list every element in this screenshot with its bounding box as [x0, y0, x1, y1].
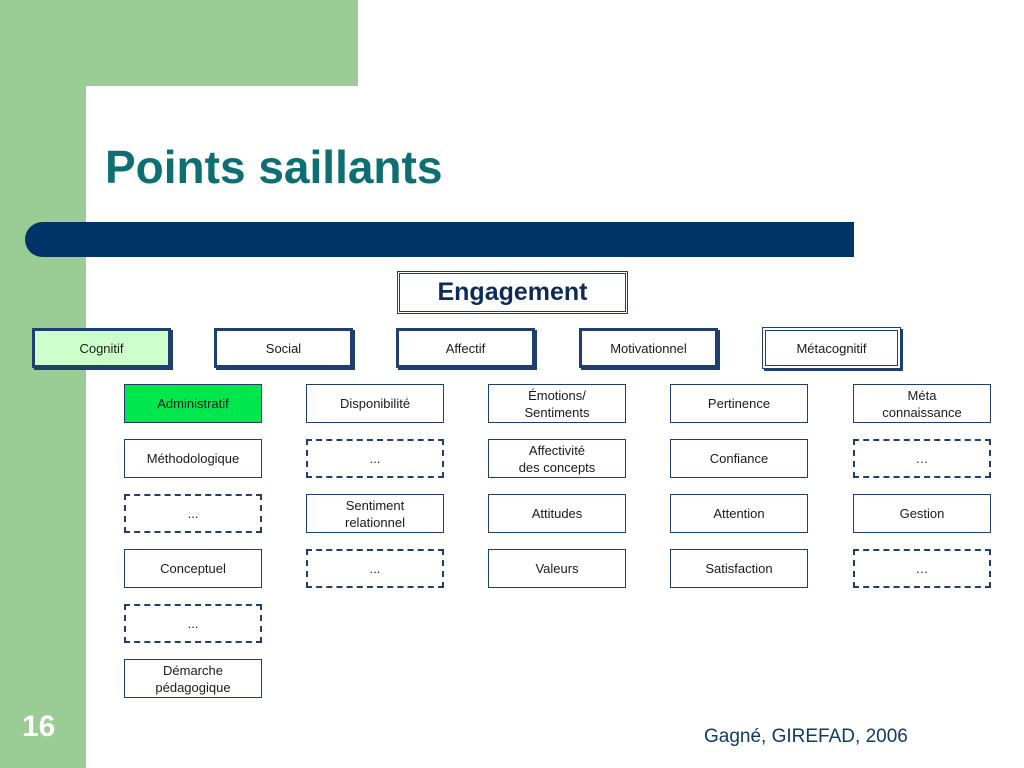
subitem-label: Démarche pédagogique: [155, 662, 231, 695]
slide-title: Points saillants: [105, 141, 443, 193]
subitem-label: Gestion: [899, 506, 945, 521]
subitem-box: Sentiment relationnel: [306, 494, 444, 533]
subitem-label: Satisfaction: [705, 561, 773, 576]
dimension-label: Social: [265, 340, 302, 356]
subitem-placeholder-box: ...: [124, 494, 262, 533]
green-top-band: [0, 0, 358, 86]
subitem-label: …: [915, 561, 929, 576]
subitem-label: Conceptuel: [160, 561, 226, 576]
dimension-box-metacognitif: Métacognitif: [762, 327, 901, 369]
subitem-label: Valeurs: [535, 561, 579, 576]
subitem-label: ...: [369, 451, 381, 466]
subitem-placeholder-box: ...: [306, 439, 444, 478]
subitem-label: Attention: [713, 506, 765, 521]
dimension-label: Motivationnel: [610, 340, 687, 356]
subitem-box: Administratif: [124, 384, 262, 423]
subitem-box: Gestion: [853, 494, 991, 533]
subitem-placeholder-box: ...: [306, 549, 444, 588]
subitem-placeholder-box: ...: [124, 604, 262, 643]
green-side-band: [0, 0, 86, 768]
subitem-label: Confiance: [709, 451, 769, 466]
subitem-label: Méthodologique: [146, 451, 240, 466]
subitem-box: Satisfaction: [670, 549, 808, 588]
subitem-box: Affectivité des concepts: [488, 439, 626, 478]
subitem-box: Disponibilité: [306, 384, 444, 423]
subitem-label: …: [915, 451, 929, 466]
subitem-box: Démarche pédagogique: [124, 659, 262, 698]
subitem-box: Valeurs: [488, 549, 626, 588]
slide-footer-citation: Gagné, GIREFAD, 2006: [704, 726, 908, 747]
engagement-root-box: Engagement: [397, 271, 628, 314]
subitem-label: Administratif: [157, 396, 229, 411]
subitem-box: Pertinence: [670, 384, 808, 423]
subitem-label: ...: [187, 616, 199, 631]
engagement-root-label: Engagement: [437, 278, 588, 306]
dimension-box-affectif: Affectif: [396, 328, 535, 368]
subitem-box: Conceptuel: [124, 549, 262, 588]
subitem-box: Méthodologique: [124, 439, 262, 478]
dimension-box-motivationnel: Motivationnel: [579, 328, 718, 368]
subitem-label: Affectivité des concepts: [518, 442, 596, 475]
slide-number: 16: [22, 710, 56, 743]
subitem-label: Sentiment relationnel: [345, 497, 405, 530]
title-underline-bar: [25, 222, 854, 257]
subitem-label: Méta connaissance: [882, 387, 962, 420]
subitem-box: Attention: [670, 494, 808, 533]
subitem-label: Attitudes: [531, 506, 583, 521]
subitem-label: Émotions/ Sentiments: [524, 387, 590, 420]
subitem-label: ...: [369, 561, 381, 576]
content-area-corner: [86, 86, 166, 166]
subitem-box: Émotions/ Sentiments: [488, 384, 626, 423]
dimension-label: Affectif: [445, 340, 486, 356]
subitem-placeholder-box: …: [853, 549, 991, 588]
dimension-box-cognitif: Cognitif: [32, 328, 171, 368]
dimension-box-social: Social: [214, 328, 353, 368]
dimension-label: Cognitif: [79, 340, 124, 356]
subitem-label: Pertinence: [707, 396, 771, 411]
subitem-box: Confiance: [670, 439, 808, 478]
subitem-label: ...: [187, 506, 199, 521]
subitem-label: Disponibilité: [339, 396, 411, 411]
subitem-box: Attitudes: [488, 494, 626, 533]
subitem-box: Méta connaissance: [853, 384, 991, 423]
subitem-placeholder-box: …: [853, 439, 991, 478]
dimension-label: Métacognitif: [796, 340, 867, 356]
